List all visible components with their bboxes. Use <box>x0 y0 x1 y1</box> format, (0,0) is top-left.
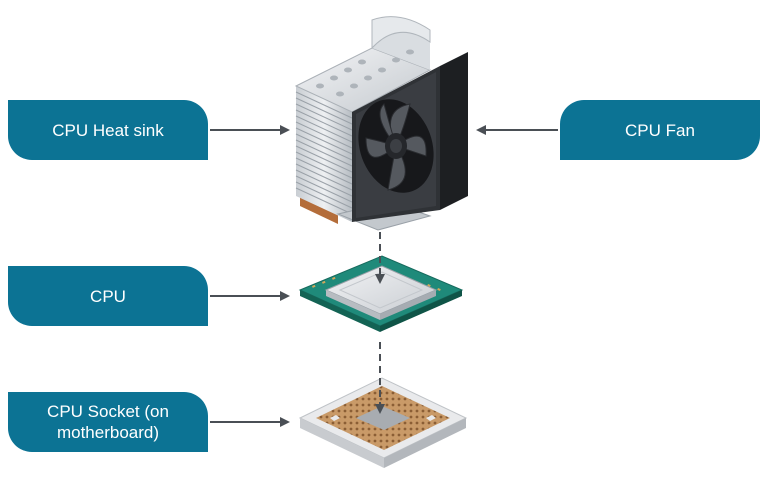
label-cpu-fan: CPU Fan <box>560 100 760 160</box>
heat-sink-fins <box>295 91 353 215</box>
label-cpu-socket: CPU Socket (on motherboard) <box>8 392 208 452</box>
cpu-illustration <box>298 255 464 332</box>
connector-arrows <box>210 125 558 427</box>
label-cpu: CPU <box>8 266 208 326</box>
cpu-socket-illustration <box>298 377 468 468</box>
cpu-fan-illustration <box>352 52 468 222</box>
heat-pipe-nubs <box>316 49 414 97</box>
heat-sink-illustration <box>294 16 432 231</box>
label-cpu-heat-sink: CPU Heat sink <box>8 100 208 160</box>
cpu-contacts <box>311 276 441 292</box>
